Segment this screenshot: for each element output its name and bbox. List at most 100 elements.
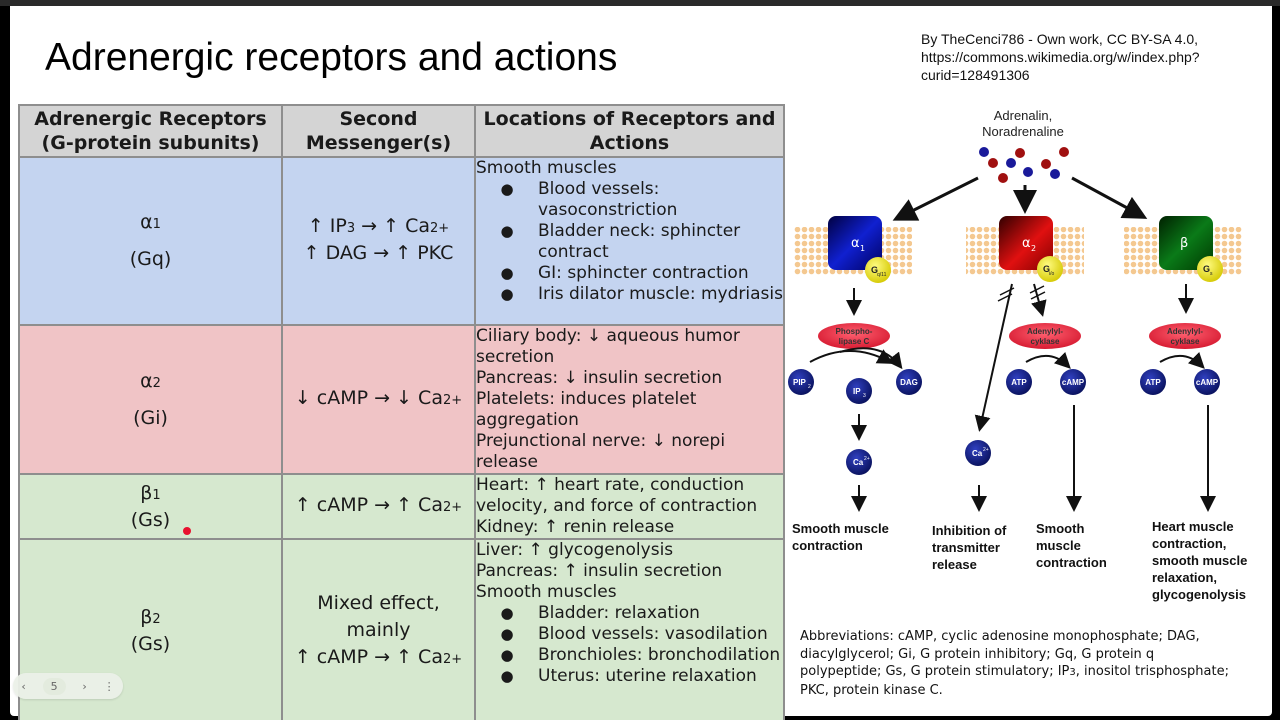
outcome-line: glycogenolysis (1152, 587, 1246, 602)
bullet-icon: ● (500, 667, 514, 685)
outcome-line: release (932, 557, 977, 572)
signaling-diagram: Adrenalin, Noradrenaline α 1 G q/11 α 2 … (788, 108, 1242, 512)
header-locations: Locations of Receptors and Actions (474, 104, 785, 158)
outcome-line: contraction, (1152, 536, 1227, 551)
receptor-beta: β G s (1159, 216, 1223, 282)
messenger-line: ↑ cAMP → ↑ Ca2+ (283, 493, 474, 520)
location-line: Pancreas: ↓ insulin secretion (476, 368, 723, 388)
second-messenger-cell: Mixed effect,mainly↑ cAMP → ↑ Ca2+ (281, 538, 476, 720)
svg-text:PIP: PIP (793, 378, 807, 387)
receptor-symbol: α (140, 211, 153, 233)
location-bullet-item: ● Bladder neck: sphincter contract (476, 221, 783, 263)
outcome-line: Heart muscle (1152, 519, 1234, 534)
svg-text:Ca: Ca (972, 449, 983, 458)
outcome-line: Inhibition of (932, 523, 1007, 538)
table-header-row: Adrenergic Receptors (G-protein subunits… (18, 104, 785, 158)
second-messenger-cell: ↑ IP3 → ↑ Ca2+↑ DAG → ↑ PKC (281, 156, 476, 326)
abbr-sub: 3 (1069, 667, 1076, 678)
outcome-line: Smooth (1036, 521, 1085, 536)
molecule-ca-alpha1: Ca 2+ (846, 449, 872, 475)
svg-text:ATP: ATP (1145, 378, 1161, 387)
svg-text:2: 2 (808, 384, 811, 390)
bullet-icon: ● (500, 222, 514, 240)
svg-text:q/11: q/11 (877, 272, 887, 278)
svg-text:IP: IP (853, 387, 861, 396)
receptor-name: α1 (20, 210, 281, 237)
spacer (20, 237, 281, 247)
messenger-superscript: 2+ (442, 500, 463, 515)
messenger-line: Mixed effect, (283, 591, 474, 618)
location-bullet-item: ●Bladder: relaxation (476, 603, 783, 624)
second-messenger-cell: ↓ cAMP → ↓ Ca2+ (281, 324, 476, 475)
next-slide-button[interactable]: › (82, 679, 87, 693)
molecule-atp-beta: ATP (1140, 369, 1166, 395)
receptor-symbol: β (140, 606, 153, 628)
molecule-camp-beta: cAMP (1194, 369, 1220, 395)
slide-pager: ‹ 5 › ⋮ (13, 673, 123, 699)
outcome-line: smooth muscle (1152, 553, 1248, 568)
table-row-beta2: β2(Gs)Mixed effect,mainly↑ cAMP → ↑ Ca2+… (18, 538, 785, 720)
receptor-name: β2 (20, 605, 281, 632)
receptor-name: β1 (20, 481, 281, 508)
messenger-text: ↑ DAG → ↑ PKC (303, 242, 454, 264)
messenger-text: ↑ cAMP → ↑ Ca (294, 494, 443, 516)
location-text: Bronchioles: bronchodilation (538, 645, 781, 665)
abbr-text-1: Abbreviations: cAMP, cyclic adenosine mo… (800, 629, 1200, 679)
svg-text:Phospho-: Phospho- (836, 327, 873, 336)
table-row-alpha2: α2 (Gi) ↓ cAMP → ↓ Ca2+Ciliary body: ↓ aqu… (18, 324, 785, 475)
messenger-line: ↓ cAMP → ↓ Ca2+ (283, 386, 474, 413)
receptor-cell: α1 (Gq) (18, 156, 283, 326)
location-text: Blood vessels: vasoconstriction (538, 179, 678, 220)
location-bullet-item: ● Uterus: uterine relaxation (476, 666, 783, 687)
location-bullet-item: ●Blood vessels: vasodilation (476, 624, 783, 645)
location-text: Uterus: uterine relaxation (538, 666, 757, 686)
gprotein-subunit: (Gi) (133, 406, 168, 429)
svg-text:i/o: i/o (1049, 271, 1055, 277)
messenger-text: ↓ cAMP → ↓ Ca (294, 387, 443, 409)
messenger-text: ↑ cAMP → ↑ Ca (294, 645, 443, 668)
messenger-superscript: 2+ (442, 651, 463, 667)
gprotein-subunit: (Gq) (129, 248, 172, 270)
reaction-arrow-plc (809, 349, 894, 364)
messenger-line: ↑ IP3 → ↑ Ca2+ (283, 214, 474, 241)
messenger-text: ↑ IP (307, 215, 347, 237)
messenger-line: ↑ DAG → ↑ PKC (283, 241, 474, 268)
location-line: Kidney: ↑ renin release (476, 517, 675, 537)
svg-text:2+: 2+ (864, 456, 870, 462)
location-text: Iris dilator muscle: mydriasis (538, 284, 783, 304)
receptor-subscript: 2 (152, 375, 161, 391)
outcome-alpha1: Smooth muscle contraction (792, 520, 889, 554)
receptor-symbol: α (140, 369, 153, 392)
location-bullet-item: ●GI: sphincter contraction (476, 263, 783, 284)
svg-text:Adenylyl-: Adenylyl- (1027, 327, 1063, 336)
location-line: Heart: ↑ heart rate, conduction velocity… (476, 475, 758, 516)
receptor-symbol: β (140, 481, 153, 504)
svg-text:α: α (1022, 236, 1031, 251)
receptor-subscript: 2 (152, 612, 161, 627)
second-messenger-cell: ↑ cAMP → ↑ Ca2+ (281, 473, 476, 540)
messenger-superscript: 2+ (430, 221, 450, 236)
arrow-alpha2-ac (1031, 283, 1047, 317)
receptor-alpha2: α 2 G i/o (999, 216, 1063, 282)
molecule-atp-alpha2: ATP (1006, 369, 1032, 395)
abbr-text-2: , inositol trisphosphate; PKC, protein k… (800, 664, 1229, 698)
window-top-bar (0, 0, 1280, 6)
molecule-ca-alpha2: Ca 2+ (965, 440, 991, 466)
outcome-alpha2-smooth: Smooth muscle contraction (1036, 520, 1107, 571)
more-options-icon[interactable]: ⋮ (103, 679, 115, 693)
molecule-pip2: PIP 2 (788, 369, 814, 395)
reaction-arrow-ac-beta (1159, 351, 1205, 369)
svg-text:s: s (1210, 271, 1213, 277)
location-line: Platelets: induces platelet aggregation (476, 389, 697, 430)
bullet-icon: ● (500, 625, 514, 643)
location-bullet-item: ●Bronchioles: bronchodilation (476, 645, 783, 666)
prev-slide-button[interactable]: ‹ (21, 679, 26, 693)
header-receptors: Adrenergic Receptors (G-protein subunits… (18, 104, 283, 158)
location-text: Bladder neck: sphincter contract (538, 221, 741, 262)
outcome-line: transmitter (932, 540, 1000, 555)
location-line: Liver: ↑ glycogenolysis (476, 540, 674, 560)
messenger-text: Mixed effect, (317, 591, 440, 614)
